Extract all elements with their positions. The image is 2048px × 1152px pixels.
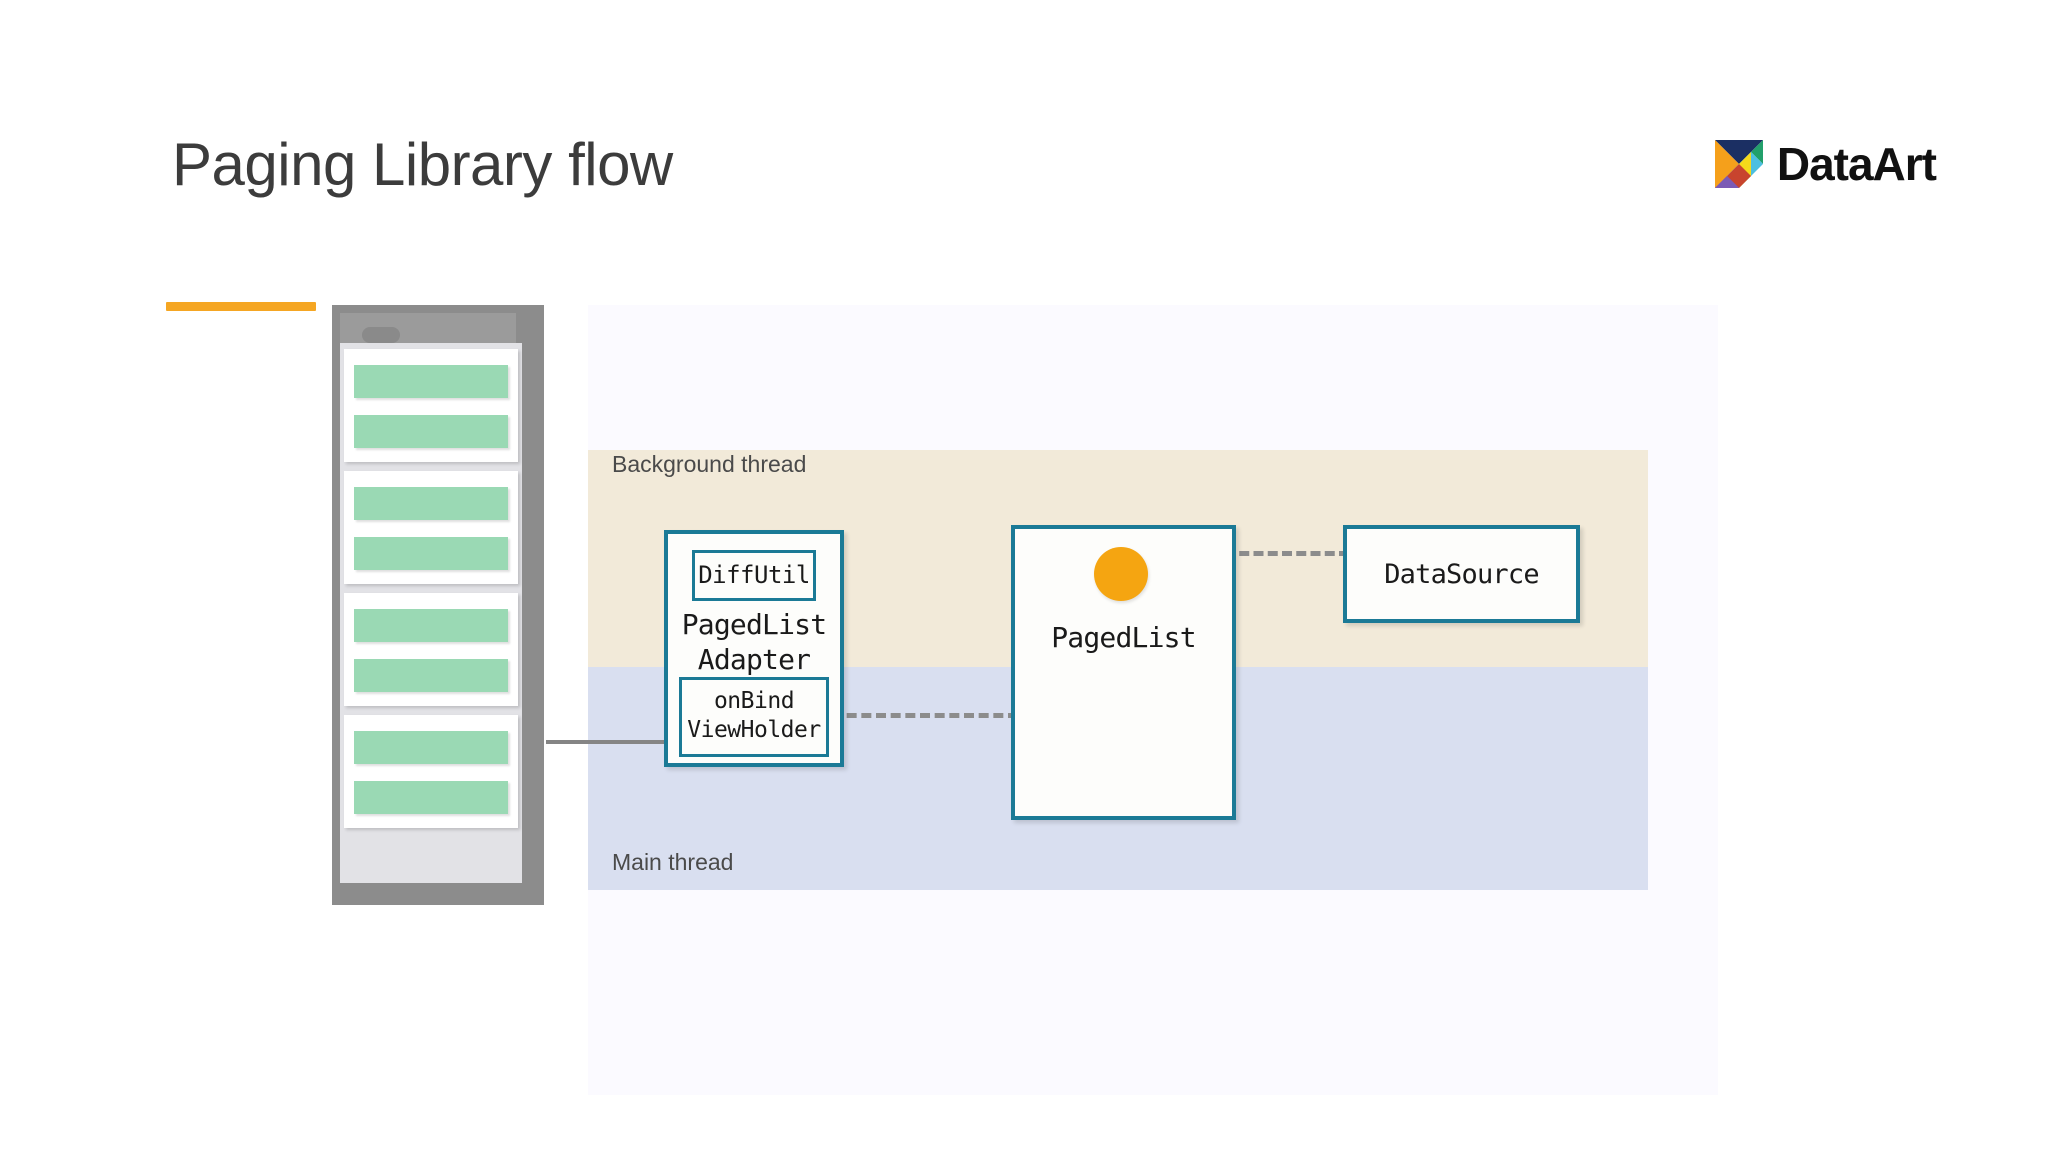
- placeholder-bar: [354, 537, 508, 570]
- connector-adapter-to-pagedlist: [832, 713, 1018, 718]
- placeholder-bar: [354, 731, 508, 764]
- list-item: [344, 471, 518, 584]
- loading-indicator-icon: [1093, 547, 1148, 601]
- list-item: [344, 349, 518, 462]
- recycler-view-phone-mockup: [332, 305, 544, 905]
- placeholder-bar: [354, 659, 508, 692]
- placeholder-bar: [354, 415, 508, 448]
- phone-screen-list: [340, 343, 522, 883]
- paged-list-adapter-box: DiffUtil PagedList Adapter onBind ViewHo…: [664, 530, 844, 767]
- on-bind-view-holder-label-line1: onBind: [713, 688, 795, 714]
- paged-list-box: PagedList: [1011, 525, 1236, 820]
- paged-list-adapter-title-line1: PagedList: [681, 608, 827, 641]
- background-thread-label: Background thread: [612, 451, 807, 477]
- on-bind-view-holder-label-line2: ViewHolder: [687, 717, 821, 744]
- brand-name: DataArt: [1776, 138, 1937, 190]
- paging-library-flow-diagram: Background thread Main thread: [332, 305, 1718, 1095]
- page-title: Paging Library flow: [172, 131, 673, 198]
- list-item: [344, 593, 518, 706]
- paged-list-adapter-title: PagedList Adapter: [682, 607, 827, 677]
- diff-util-box: DiffUtil: [692, 550, 816, 601]
- dataart-tangram-logo-icon: [1714, 140, 1763, 188]
- connector-mockup-to-onbind: [546, 740, 680, 744]
- data-source-title: DataSource: [1384, 558, 1539, 590]
- placeholder-bar: [354, 365, 508, 398]
- main-thread-label: Main thread: [612, 849, 734, 875]
- placeholder-bar: [354, 609, 508, 642]
- placeholder-bar: [354, 487, 508, 520]
- on-bind-view-holder-box: onBind ViewHolder: [679, 677, 829, 757]
- paged-list-title: PagedList: [1051, 621, 1196, 654]
- placeholder-bar: [354, 781, 508, 814]
- phone-speaker-pill-icon: [362, 327, 400, 343]
- connector-pagedlist-to-datasource: [1225, 551, 1349, 556]
- data-source-box: DataSource: [1343, 525, 1580, 623]
- brand-logo: DataArt: [1714, 138, 1937, 190]
- list-item: [344, 715, 518, 828]
- paged-list-adapter-title-line2: Adapter: [697, 643, 811, 676]
- phone-status-bar: [340, 313, 516, 343]
- title-accent-bar: [166, 302, 316, 311]
